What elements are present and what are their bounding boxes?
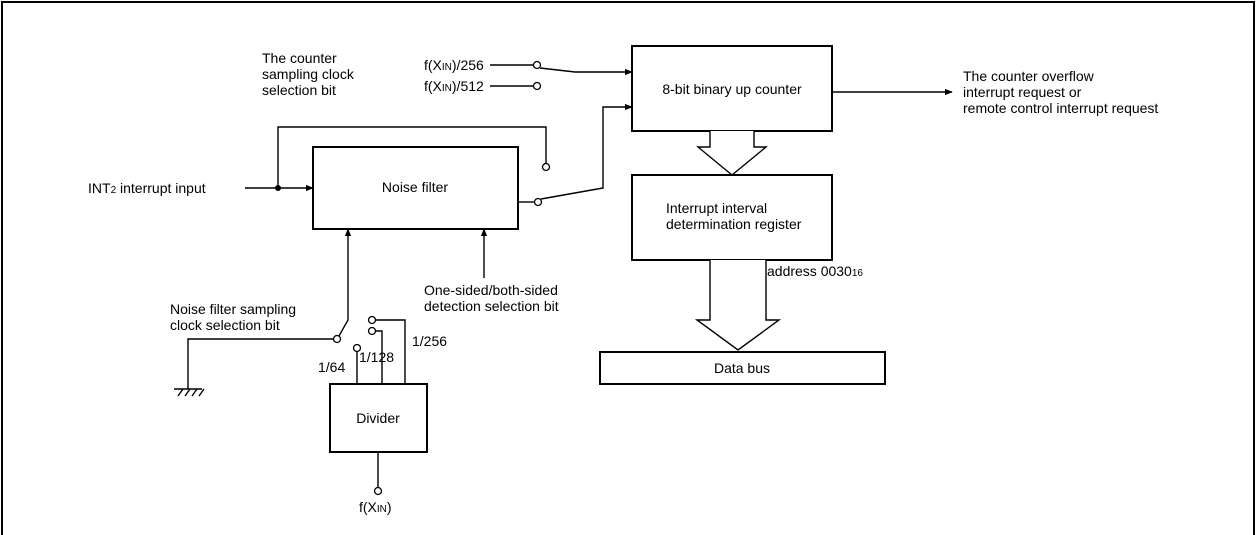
register-to-bus-arrow [694,260,782,351]
interval-register-box [631,174,833,261]
fxin-clock-label: f(XIN) [359,499,392,515]
interval-register-label: Interrupt interval determination registe… [666,200,802,232]
filter-output-switch [540,103,633,200]
terminal-fxin-512 [532,81,542,91]
ground-line [187,338,333,389]
ground-icon [174,388,205,397]
noise-clock-switch [338,228,352,337]
address-label: address 003016 [767,263,863,279]
div-128-label: 1/128 [359,349,394,365]
filter-bypass-line [277,126,547,188]
counter-box [631,45,833,132]
div-64-label: 1/64 [318,359,345,375]
noise-sampling-bit-label: Noise filter sampling clock selection bi… [170,301,300,333]
overflow-output-label: The counter overflow interrupt request o… [963,68,1158,116]
divider-box [329,383,428,453]
detection-bit-label: One-sided/both-sided detection selection… [424,282,562,314]
noise-filter-label: Noise filter [382,179,448,195]
terminal-filter-out [533,197,543,207]
fxin-512-label: f(XIN)/512 [424,78,484,94]
int2-input-label: INT2 interrupt input [88,180,206,196]
div-256-label: 1/256 [412,333,447,349]
terminal-div-256 [367,315,377,325]
counter-box-label: 8-bit binary up counter [662,81,802,97]
terminal-bypass [541,162,551,172]
terminal-fxin-256 [532,60,542,70]
noise-filter-box [312,146,519,230]
terminal-div-128 [367,326,377,336]
divider-label: Divider [356,410,400,426]
fxin-256-label: f(XIN)/256 [424,57,484,73]
terminal-fxin-clock [373,486,383,496]
data-bus-label: Data bus [714,360,770,376]
data-bus-box [599,351,886,385]
counter-to-register-arrow [696,131,768,176]
terminal-ground [332,334,342,344]
counter-clock-switch [539,67,633,76]
terminal-div-64 [352,343,362,353]
counter-clock-bit-label: The counter sampling clock selection bit [262,50,358,98]
